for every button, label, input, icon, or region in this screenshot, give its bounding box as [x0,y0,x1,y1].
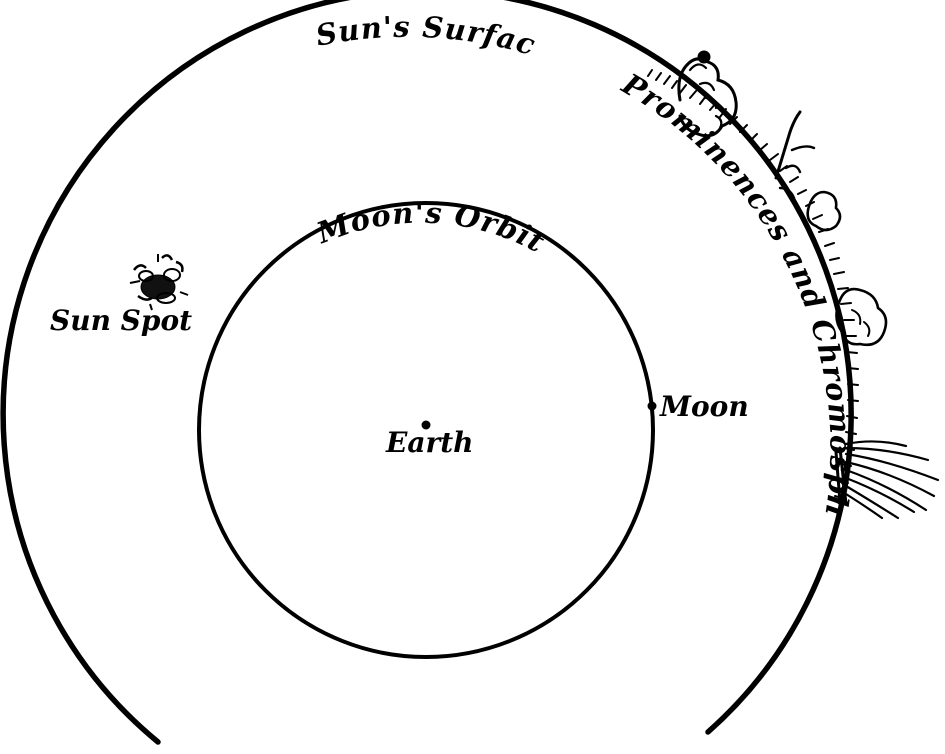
earth-label: Earth [385,426,474,459]
moon-label: Moon [659,390,749,423]
sun-surface-arc [0,0,854,745]
earth-dot [421,420,431,430]
moon-dot [647,401,657,411]
prominences-decoration [647,50,940,520]
moon-orbit-circle [197,201,655,659]
sun-spot-label: Sun Spot [50,304,192,337]
sun-spot-mark [129,254,189,311]
